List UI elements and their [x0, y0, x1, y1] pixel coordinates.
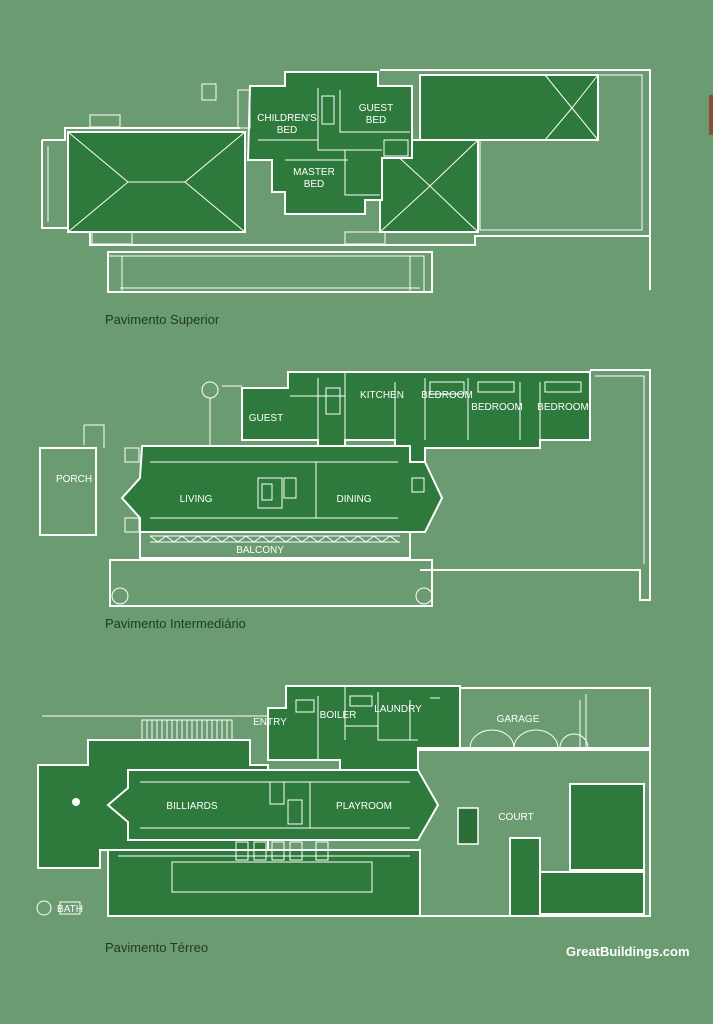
- room-label-laundry: LAUNDRY: [374, 704, 422, 715]
- caption-ground-floor: Pavimento Térreo: [105, 940, 209, 955]
- room-label-bath: BATH: [57, 904, 83, 915]
- room-label-bedroom-3: BEDROOM: [537, 402, 589, 413]
- room-label-bedroom-2: BEDROOM: [471, 402, 523, 413]
- middle-floor-plan: GUEST KITCHEN BEDROOM BEDROOM BEDROOM PO…: [39, 369, 651, 607]
- site-watermark: GreatBuildings.com: [566, 944, 690, 959]
- edge-mark: [709, 95, 713, 135]
- room-label-guest-bed-2: BED: [366, 115, 387, 126]
- caption-upper-floor: Pavimento Superior: [105, 312, 220, 327]
- room-label-entry: ENTRY: [253, 717, 287, 728]
- room-label-balcony: BALCONY: [236, 545, 284, 556]
- room-label-court: COURT: [498, 812, 533, 823]
- room-label-guest: GUEST: [249, 413, 283, 424]
- room-label-kitchen: KITCHEN: [360, 390, 404, 401]
- room-label-boiler: BOILER: [320, 710, 357, 721]
- room-label-guest-bed-1: GUEST: [359, 103, 393, 114]
- room-label-childrens-bed-1: CHILDREN'S: [257, 113, 317, 124]
- upper-floor-plan: CHILDREN'S BED GUEST BED MASTER BED: [41, 69, 651, 293]
- ground-right-terrace: [569, 783, 645, 871]
- room-label-garage: GARAGE: [497, 714, 540, 725]
- caption-middle-floor: Pavimento Intermediário: [105, 616, 246, 631]
- upper-rooms-block: [246, 71, 413, 215]
- room-label-childrens-bed-2: BED: [277, 125, 298, 136]
- room-label-dining: DINING: [337, 494, 372, 505]
- garage-outline: [459, 687, 651, 749]
- room-label-playroom: PLAYROOM: [336, 801, 392, 812]
- room-label-living: LIVING: [180, 494, 213, 505]
- ground-floor-plan: ENTRY BOILER LAUNDRY GARAGE BILLIARDS PL…: [36, 685, 651, 917]
- ground-upper-rooms: [267, 685, 461, 771]
- room-label-bedroom-1: BEDROOM: [421, 390, 473, 401]
- room-label-porch: PORCH: [56, 474, 92, 485]
- ground-main-gallery: [106, 769, 440, 841]
- room-label-master-bed-1: MASTER: [293, 167, 335, 178]
- porch-outline: [39, 447, 97, 536]
- room-label-billiards: BILLIARDS: [166, 801, 217, 812]
- balcony-outline: [139, 531, 411, 559]
- room-label-master-bed-2: BED: [304, 179, 325, 190]
